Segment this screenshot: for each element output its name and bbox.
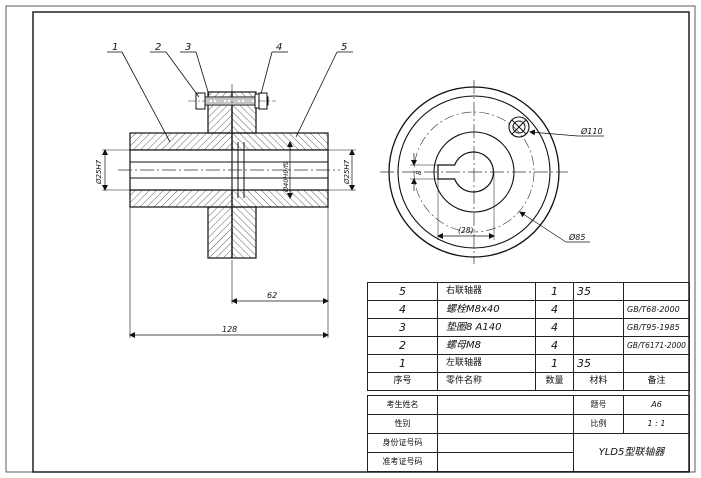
bom-header-qty: 数量	[535, 372, 574, 391]
bom-part-name: 螺母M8	[437, 336, 536, 355]
bom-index: 5	[367, 282, 438, 301]
bom-header-note: 备注	[623, 372, 690, 391]
bom-index: 4	[367, 300, 438, 319]
bom-material: 35	[573, 354, 624, 373]
value-scale: 1 : 1	[623, 414, 690, 434]
part-label-2: 2	[155, 42, 161, 53]
bom-note	[623, 354, 690, 373]
bom-header-index: 序号	[367, 372, 438, 391]
label-gender: 性别	[367, 414, 438, 434]
bom-material	[573, 318, 624, 337]
left-hub-upper	[129, 132, 233, 151]
bom-qty: 4	[535, 336, 574, 355]
bom-header-row: 序号 零件名称 数量 材料 备注	[367, 372, 690, 391]
label-question-no: 题号	[573, 395, 624, 415]
dim-dia-110: Ø110	[580, 126, 603, 136]
right-flange-lower	[231, 206, 257, 259]
part-label-3: 3	[185, 42, 191, 53]
left-hub-lower	[129, 189, 233, 208]
dim-length-62: 62	[267, 291, 277, 300]
part-label-5: 5	[341, 42, 347, 53]
bom-header-name: 零件名称	[437, 372, 536, 391]
bom-row: 2 螺母M8 4 GB/T6171-2000	[367, 336, 690, 355]
bom-row: 1 左联轴器 1 35	[367, 354, 690, 373]
label-id-number: 身份证号码	[367, 433, 438, 453]
bom-part-name: 螺栓M8x40	[437, 300, 536, 319]
value-exam-number	[437, 452, 574, 472]
bom-header-material: 材料	[573, 372, 624, 391]
parts-list: 5 右联轴器 1 35 4 螺栓M8x40 4 GB/T68-2000 3 垫圈…	[367, 282, 690, 391]
dim-center-fit: Ø40H9/f9	[282, 161, 290, 193]
bom-material: 35	[573, 282, 624, 301]
bom-part-name: 左联轴器	[437, 354, 536, 373]
label-candidate-name: 考生姓名	[367, 395, 438, 415]
right-hub-upper	[231, 132, 329, 151]
bom-row: 4 螺栓M8x40 4 GB/T68-2000	[367, 300, 690, 319]
bolt-hole	[508, 116, 530, 138]
part-label-4: 4	[276, 42, 282, 53]
bom-row: 5 右联轴器 1 35	[367, 282, 690, 301]
dim-length-128: 128	[222, 325, 237, 334]
section-view: 1 2 3 4 5 Ø25H7 Ø25H7 Ø40H9/f9 62 128	[95, 42, 356, 338]
right-hub-lower	[231, 189, 329, 208]
dim-key-28: (28)	[458, 226, 473, 235]
bom-note	[623, 282, 690, 301]
dim-bore-right: Ø25H7	[343, 159, 351, 185]
dim-bore-left: Ø25H7	[95, 159, 103, 185]
bom-qty: 1	[535, 354, 574, 373]
value-gender	[437, 414, 574, 434]
title-block: 考生姓名 题号 A6 性别 比例 1 : 1 身份证号码 YLD5型联轴器 准考…	[367, 395, 690, 472]
bom-qty: 1	[535, 282, 574, 301]
bom-index: 2	[367, 336, 438, 355]
end-view: Ø110 Ø85 8 (28)	[380, 80, 604, 264]
drawing-name: YLD5型联轴器	[573, 433, 690, 472]
bom-index: 3	[367, 318, 438, 337]
bom-material	[573, 336, 624, 355]
label-scale: 比例	[573, 414, 624, 434]
label-exam-number: 准考证号码	[367, 452, 438, 472]
inner-border	[32, 11, 690, 473]
bom-row: 3 垫圈8 A140 4 GB/T95-1985	[367, 318, 690, 337]
bom-note: GB/T68-2000	[623, 300, 690, 319]
value-question-no: A6	[623, 395, 690, 415]
bom-note: GB/T95-1985	[623, 318, 690, 337]
bore-with-keyway	[437, 151, 495, 193]
dim-dia-85: Ø85	[568, 232, 585, 242]
bom-qty: 4	[535, 300, 574, 319]
left-flange-lower	[207, 206, 233, 259]
bom-note: GB/T6171-2000	[623, 336, 690, 355]
bom-index: 1	[367, 354, 438, 373]
value-id-number	[437, 433, 574, 453]
bom-qty: 4	[535, 318, 574, 337]
value-candidate-name	[437, 395, 574, 415]
dim-key-8: 8	[415, 170, 423, 175]
bom-material	[573, 300, 624, 319]
bolt-hole-inner	[512, 120, 526, 134]
bom-part-name: 右联轴器	[437, 282, 536, 301]
bom-part-name: 垫圈8 A140	[437, 318, 536, 337]
part-label-1: 1	[112, 42, 118, 53]
